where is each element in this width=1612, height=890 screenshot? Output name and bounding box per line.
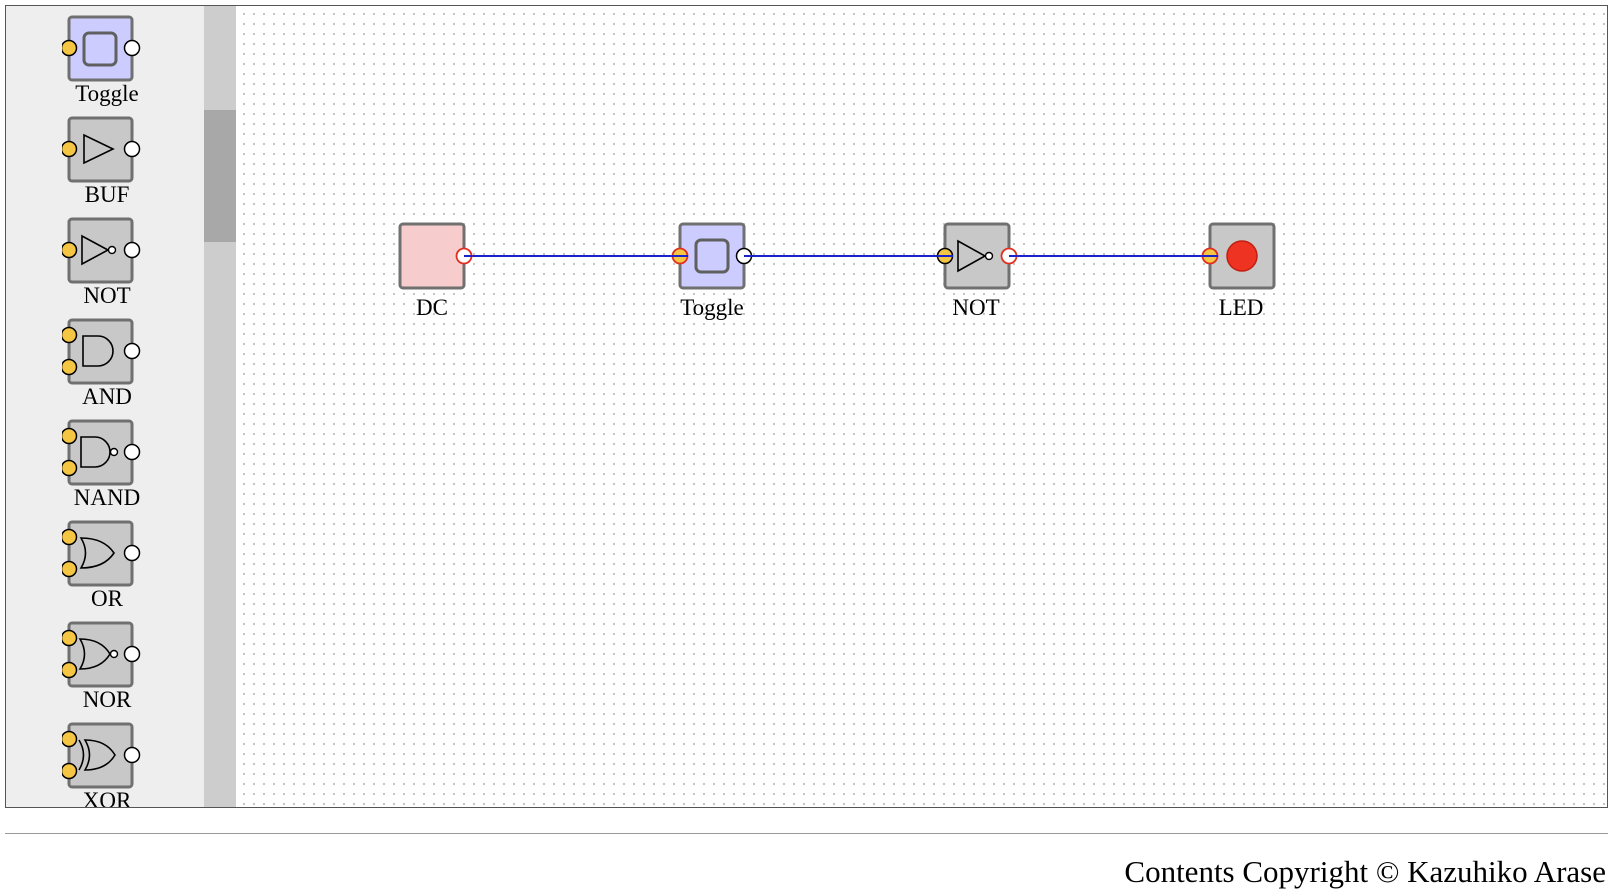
device-dc[interactable] — [396, 222, 476, 292]
palette-item-or[interactable]: OR — [62, 519, 152, 619]
copyright-text: Contents Copyright © Kazuhiko Arase — [1124, 854, 1606, 889]
palette-item-label: XOR — [82, 788, 132, 807]
nand-gate-icon — [62, 419, 141, 486]
xor-gate-icon — [62, 722, 141, 789]
device-label-toggle: Toggle — [680, 295, 744, 320]
palette-item-not[interactable]: NOT — [62, 216, 152, 316]
wire-layer — [464, 255, 1213, 257]
palette-scroll-thumb[interactable] — [204, 110, 236, 242]
not-gate-icon — [62, 217, 141, 284]
palette-item-nor[interactable]: NOR — [62, 620, 152, 720]
palette-item-nand[interactable]: NAND — [62, 418, 152, 518]
led-icon — [1226, 240, 1258, 272]
device-not[interactable] — [933, 222, 1023, 292]
not-gate-icon — [957, 239, 987, 273]
palette-item-label: Toggle — [75, 81, 139, 106]
toolbox-palette: Toggle BUF NOT — [6, 6, 204, 807]
palette-item-toggle[interactable]: Toggle — [62, 14, 152, 114]
or-gate-icon — [62, 520, 141, 587]
palette-item-and[interactable]: AND — [62, 317, 152, 417]
device-label-led: LED — [1218, 295, 1264, 320]
device-label-not: NOT — [952, 295, 1000, 320]
toggle-switch-icon — [62, 15, 141, 82]
palette-item-xor[interactable]: XOR — [62, 721, 152, 807]
nor-gate-icon — [62, 621, 141, 688]
footer-divider — [5, 833, 1608, 834]
device-label-dc: DC — [416, 295, 448, 320]
palette-item-buf[interactable]: BUF — [62, 115, 152, 215]
dc-source-icon — [398, 222, 466, 290]
palette-item-label: NOT — [83, 283, 131, 308]
palette-item-label: AND — [82, 384, 132, 409]
palette-item-label: BUF — [84, 182, 130, 207]
and-gate-icon — [62, 318, 141, 385]
device-led[interactable] — [1198, 222, 1288, 292]
circuit-simulator: Toggle BUF NOT — [5, 5, 1608, 808]
palette-item-label: NAND — [73, 485, 141, 510]
buffer-gate-icon — [62, 116, 141, 183]
palette-item-label: NOR — [82, 687, 132, 712]
device-toggle[interactable] — [668, 222, 758, 292]
palette-item-label: OR — [91, 586, 123, 611]
toggle-switch-icon[interactable] — [694, 238, 730, 274]
circuit-canvas[interactable]: DC Toggle NOT LED — [236, 6, 1607, 807]
palette-scrollbar[interactable] — [204, 6, 236, 807]
